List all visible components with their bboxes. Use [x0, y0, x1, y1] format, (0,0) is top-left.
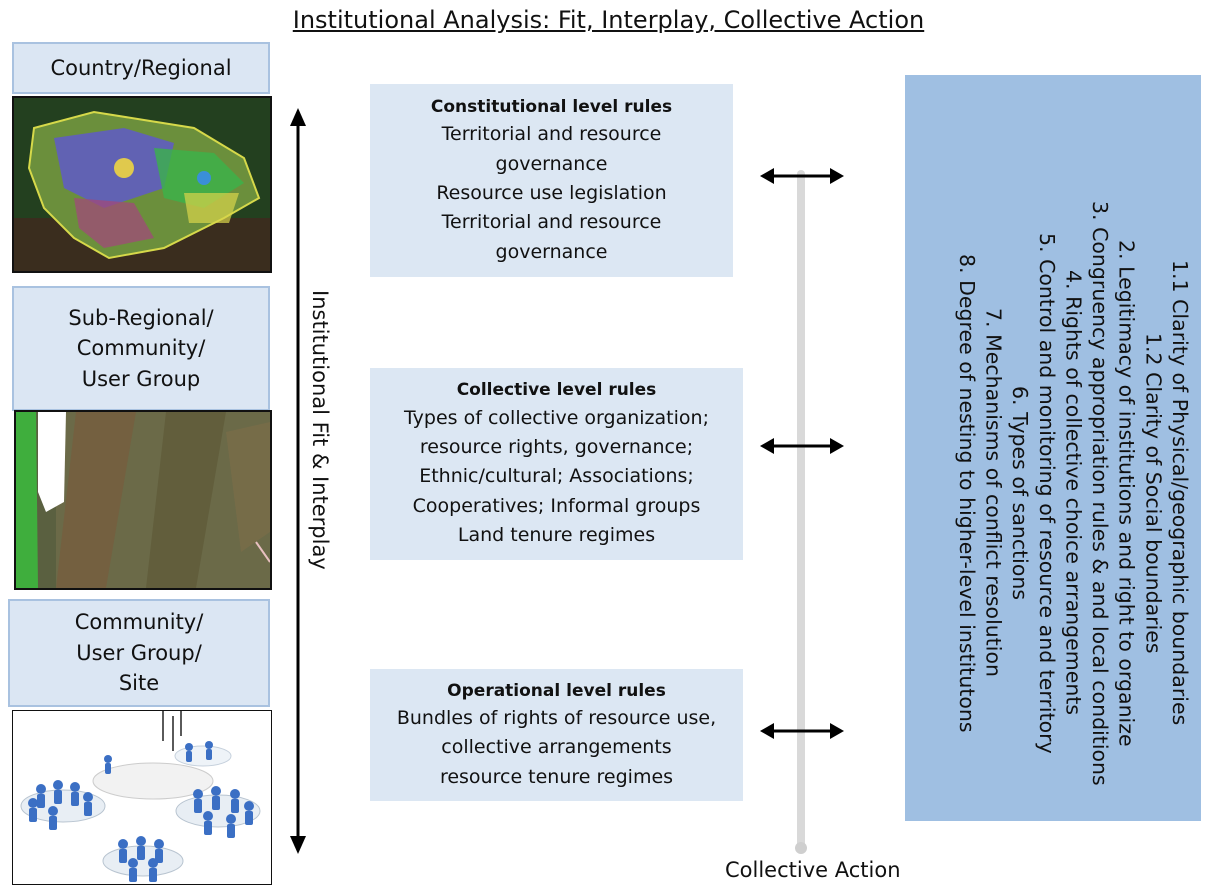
double-arrow-constitutional [760, 168, 844, 184]
level-line: Community/ [76, 336, 206, 361]
rule-line: Types of collective organization; [404, 406, 709, 429]
rule-line: Ethnic/cultural; Associations; [419, 465, 694, 488]
principle-item: 1.1 Clarity of Physical/geographic bound… [1168, 260, 1192, 726]
rule-line: Territorial and resource [441, 123, 662, 146]
rule-heading: Collective level rules [456, 380, 657, 401]
rule-line: Bundles of rights of resource use, [396, 707, 717, 730]
level-line: Sub-Regional/ [68, 305, 214, 330]
principle-item: 4. Rights of collective choice arrangeme… [1061, 270, 1086, 716]
level-line: Site [118, 671, 160, 696]
principle-item: 5. Control and monitoring of resource an… [1034, 232, 1059, 754]
page-title: Institutional Analysis: Fit, Interplay, … [292, 6, 925, 34]
level-box-subregional: Sub-Regional/ Community/ User Group [12, 286, 270, 411]
level-line: Community/ [74, 610, 204, 635]
community-groups-image [12, 710, 272, 885]
rule-line: resource tenure regimes [439, 765, 674, 788]
rule-box-collective: Collective level rules Types of collecti… [370, 368, 743, 560]
double-arrow-collective [760, 438, 844, 454]
rule-box-constitutional: Constitutional level rules Territorial a… [370, 84, 733, 277]
level-line: Country/Regional [50, 55, 232, 80]
rule-box-operational: Operational level rules Bundles of right… [370, 669, 743, 801]
rule-line: resource rights, governance; [419, 436, 694, 459]
satellite-image-subregional [14, 410, 272, 590]
collective-action-label: Collective Action [725, 858, 901, 882]
principle-item: 2. Legitimacy of institutions and right … [1114, 239, 1139, 747]
map-image-country [12, 96, 272, 273]
fit-interplay-label: Institutional Fit & Interplay [308, 290, 332, 570]
rule-line: governance [495, 152, 608, 175]
principle-item: 6. Types of sanctions [1008, 385, 1033, 601]
collective-action-connector [760, 168, 844, 854]
principle-item: 1.2 Clarity of Social boundaries [1141, 332, 1166, 654]
level-box-country: Country/Regional [12, 42, 270, 94]
double-arrow-operational [760, 723, 844, 739]
level-line: User Group [81, 366, 201, 391]
rule-heading: Constitutional level rules [430, 96, 673, 117]
satellite-illustration [16, 412, 270, 588]
rule-line: Territorial and resource [441, 211, 662, 234]
level-line: User Group/ [76, 640, 202, 665]
rule-line: governance [495, 240, 608, 263]
level-box-community: Community/ User Group/ Site [8, 599, 270, 707]
rule-heading: Operational level rules [447, 680, 666, 701]
rule-line: Land tenure regimes [457, 524, 656, 547]
principle-item: 7. Mechanisms of conflict resolution [981, 308, 1006, 678]
map-illustration [14, 98, 270, 271]
rule-line: Resource use legislation [436, 181, 667, 204]
fit-interplay-arrow [290, 108, 306, 854]
design-principles-box: 1.1 Clarity of Physical/geographic bound… [905, 75, 1201, 821]
design-principles-list: 1.1 Clarity of Physical/geographic bound… [953, 183, 1193, 803]
principle-item: 3. Congruency appropriation rules & and … [1088, 200, 1113, 786]
principle-item: 8. Degree of nesting to higher-level ins… [954, 253, 979, 733]
people-circles-illustration [20, 711, 261, 882]
rule-line: Cooperatives; Informal groups [412, 494, 701, 517]
rule-line: collective arrangements [441, 736, 672, 759]
